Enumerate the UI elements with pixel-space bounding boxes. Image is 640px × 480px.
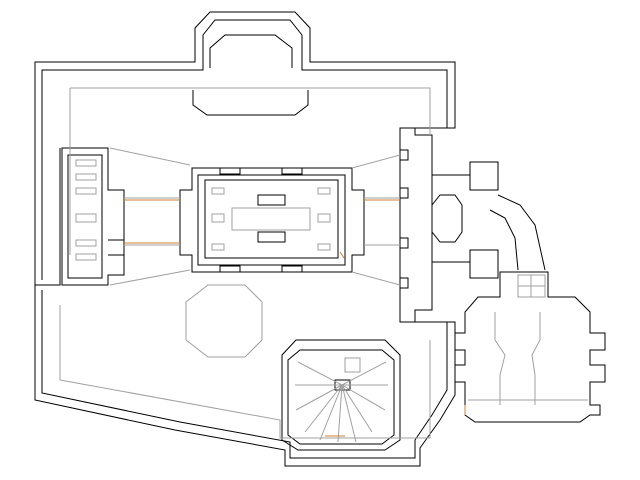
east-corridor [400,127,433,323]
special-lines [124,199,466,437]
east-building [454,271,606,423]
top-alcove [192,90,309,116]
sunburst-rays [295,361,388,443]
left-room [61,147,125,286]
diagonal-corridor [489,194,546,271]
central-room [179,167,365,273]
solid-walls [34,11,606,467]
south-building [281,339,401,451]
inner-boundary [41,19,448,280]
height-lines [59,87,588,443]
octagon-pillar [185,284,263,358]
outer-boundary [34,11,456,467]
